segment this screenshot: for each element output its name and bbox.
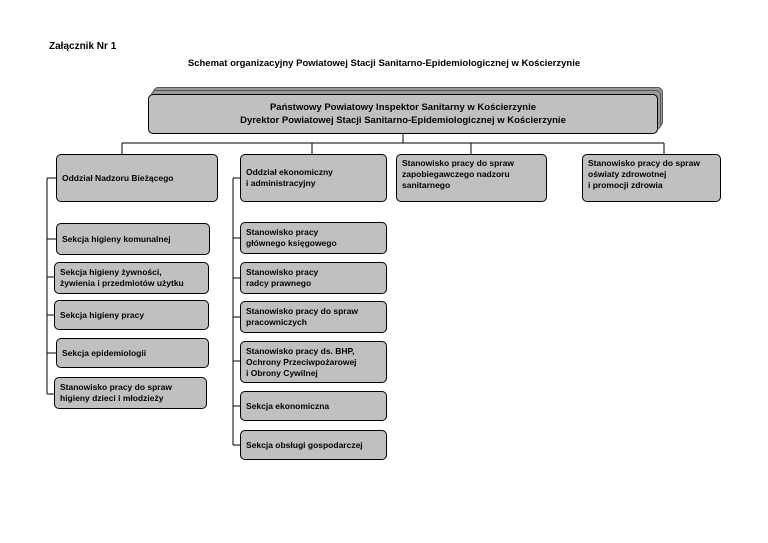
unit-radca-prawny: Stanowisko pracy radcy prawnego <box>240 262 387 294</box>
unit-epidemiologia: Sekcja epidemiologii <box>56 338 209 368</box>
unit-obsluga-gospodarcza: Sekcja obsługi gospodarczej <box>240 430 387 460</box>
unit-higiena-dzieci-mlodziezy: Stanowisko pracy do spraw higieny dzieci… <box>54 377 207 409</box>
page-title: Schemat organizacyjny Powiatowej Stacji … <box>187 58 581 69</box>
dept-nadzor-biezacego: Oddział Nadzoru Bieżącego <box>56 154 218 202</box>
inspector-director-box: Państwowy Powiatowy Inspektor Sanitarny … <box>148 94 658 134</box>
dept-ekonomiczny-administracyjny: Oddział ekonomiczny i administracyjny <box>240 154 387 202</box>
position-nadzor-zapobiegawczy: Stanowisko pracy do spraw zapobiegawczeg… <box>396 154 547 202</box>
unit-bhp-ppoz-oc: Stanowisko pracy ds. BHP, Ochrony Przeci… <box>240 341 387 383</box>
position-oswiata-zdrowotna: Stanowisko pracy do spraw oświaty zdrowo… <box>582 154 721 202</box>
director-title: Dyrektor Powiatowej Stacji Sanitarno-Epi… <box>240 115 566 126</box>
annex-label: Załącznik Nr 1 <box>49 41 117 52</box>
unit-sprawy-pracownicze: Stanowisko pracy do spraw pracowniczych <box>240 301 387 333</box>
unit-higiena-zywnosci: Sekcja higieny żywności, żywienia i prze… <box>54 262 209 294</box>
unit-higiena-pracy: Sekcja higieny pracy <box>54 300 209 330</box>
unit-higiena-komunalna: Sekcja higieny komunalnej <box>56 223 210 255</box>
inspector-title: Państwowy Powiatowy Inspektor Sanitarny … <box>269 102 537 113</box>
unit-glowny-ksiegowy: Stanowisko pracy głównego księgowego <box>240 222 387 254</box>
unit-sekcja-ekonomiczna: Sekcja ekonomiczna <box>240 391 387 421</box>
